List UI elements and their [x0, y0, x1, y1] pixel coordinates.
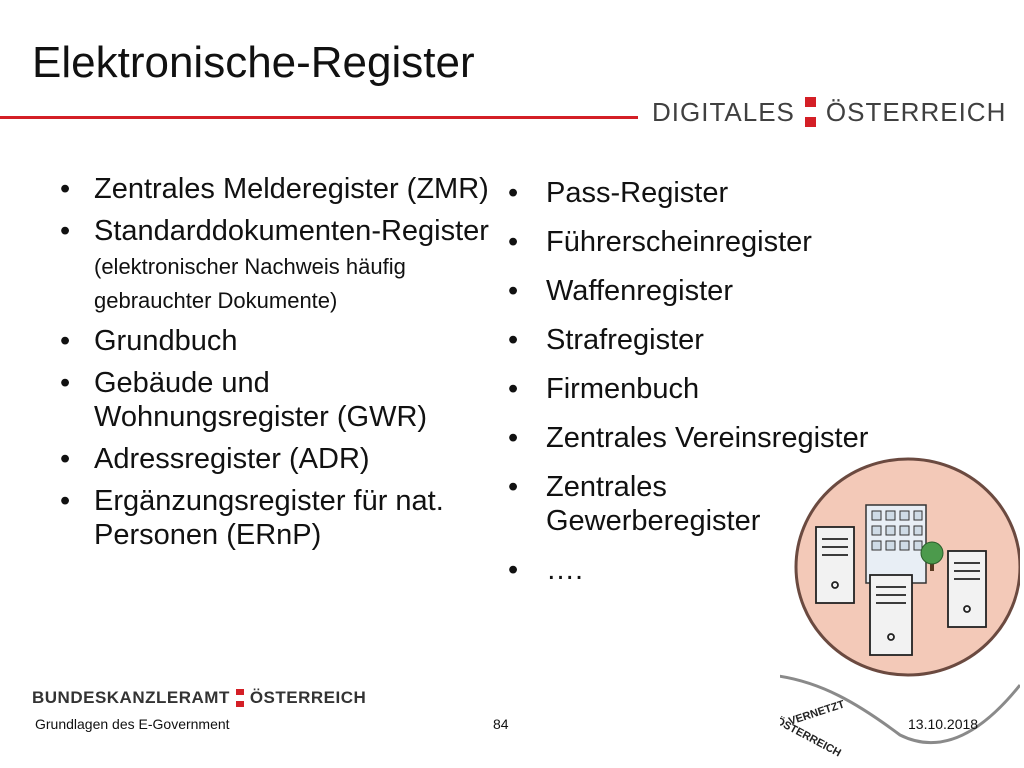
list-item: Ergänzungsregister für nat. Personen (ER… [60, 484, 500, 552]
list-item-note: (elektronischer Nachweis häufig gebrauch… [94, 254, 406, 313]
list-item: Standarddokumenten-Register (elektronisc… [60, 214, 500, 316]
list-item: Adressregister (ADR) [60, 442, 500, 476]
cable-line [780, 674, 1020, 745]
right-register-list: Pass-Register Führerscheinregister Waffe… [508, 176, 928, 602]
building-icon [865, 504, 927, 584]
footer-course: Grundlagen des E-Government [35, 716, 230, 732]
slide-title: Elektronische-Register [32, 38, 475, 87]
list-item: Zentrales Melderegister (ZMR) [60, 172, 500, 206]
digitales-oesterreich-logo: DIGITALES ÖSTERREICH [652, 92, 1006, 132]
server-icon [815, 526, 855, 604]
footer-date: 13.10.2018 [908, 716, 979, 732]
illustration-label-bottom: VERNETZT [787, 698, 846, 727]
bundeskanzleramt-logo: BUNDESKANZLERAMT ÖSTERREICH [32, 688, 366, 708]
footer-logo-left: BUNDESKANZLERAMT [32, 688, 230, 707]
list-item: Strafregister [508, 323, 928, 357]
austria-flag-icon [804, 97, 816, 127]
list-item: Gebäude und Wohnungsregister (GWR) [60, 366, 500, 434]
list-item: Pass-Register [508, 176, 928, 210]
server-icon [947, 550, 987, 628]
title-underline [0, 116, 638, 119]
page-number: 84 [493, 716, 509, 732]
footer-logo-right: ÖSTERREICH [249, 688, 367, 707]
logo-text-left: DIGITALES [652, 96, 795, 127]
network-servers-illustration: ÖSTERREICH VERNETZT [780, 457, 1020, 760]
list-item: Zentrales Gewerberegister [508, 470, 796, 538]
list-item: Waffenregister [508, 274, 928, 308]
list-item: Grundbuch [60, 324, 500, 358]
list-item: Zentrales Vereinsregister [508, 421, 928, 455]
server-icon [869, 574, 913, 656]
austria-flag-icon [235, 689, 244, 707]
logo-text-right: ÖSTERREICH [825, 96, 1007, 127]
left-register-list: Zentrales Melderegister (ZMR) Standarddo… [60, 172, 500, 560]
list-item: Führerscheinregister [508, 225, 928, 259]
tree-icon [920, 541, 944, 571]
list-item: …. [508, 553, 928, 587]
list-item: Firmenbuch [508, 372, 928, 406]
